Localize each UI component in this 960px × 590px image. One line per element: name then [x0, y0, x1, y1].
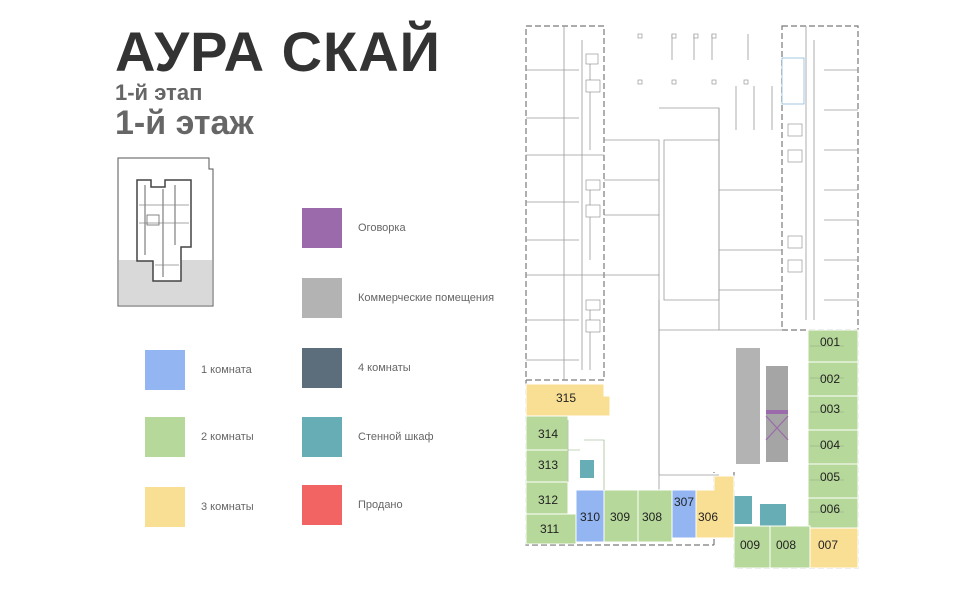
unit-002[interactable]	[807, 361, 859, 397]
legend-label: Продано	[358, 499, 403, 511]
legend-reserved: Оговорка	[302, 208, 406, 248]
legend-swatch	[145, 350, 185, 390]
stage-label: 1-й этап	[115, 80, 203, 105]
unit-label: 003	[820, 402, 840, 416]
unit-306[interactable]	[695, 475, 735, 539]
legend-label: Коммерческие помещения	[358, 292, 495, 304]
unit-label: 306	[698, 510, 718, 524]
legend-swatch	[302, 417, 342, 457]
legend-sold: Продано	[302, 485, 403, 525]
unit-009[interactable]	[733, 525, 771, 569]
unit-314[interactable]	[525, 415, 569, 451]
unit-label: 009	[740, 538, 760, 552]
legend-four-rooms: 4 комнаты	[302, 348, 411, 388]
wardrobe-areas	[580, 460, 786, 526]
commercial-areas	[736, 348, 789, 464]
unit-005[interactable]	[807, 463, 859, 499]
unit-307[interactable]	[671, 489, 697, 539]
unit-label: 315	[556, 391, 576, 405]
unit-310[interactable]	[575, 489, 605, 543]
fixtures	[585, 33, 805, 333]
unit-label: 307	[674, 495, 694, 509]
unit-315[interactable]	[525, 383, 611, 417]
legend-one-room: 1 комната	[145, 350, 252, 390]
legend-swatch	[302, 208, 342, 248]
legend-commercial: Коммерческие помещения	[302, 278, 494, 318]
unit-label: 008	[776, 538, 796, 552]
unit-label: 308	[642, 510, 662, 524]
legend-two-rooms: 2 комнаты	[145, 417, 254, 457]
legend-swatch	[302, 278, 342, 318]
legend-three-rooms: 3 комнаты	[145, 487, 254, 527]
unit-label: 002	[820, 372, 840, 386]
unit-label: 004	[820, 438, 840, 452]
key-plan	[117, 157, 214, 307]
unit-label: 314	[538, 427, 558, 441]
legend-label: 2 комнаты	[201, 431, 254, 443]
legend-label: Стенной шкаф	[358, 431, 434, 443]
unit-label: 005	[820, 470, 840, 484]
legend-swatch	[302, 485, 342, 525]
unit-label: 309	[610, 510, 630, 524]
unit-details	[567, 345, 844, 513]
unit-308[interactable]	[637, 489, 673, 543]
unit-label: 001	[820, 335, 840, 349]
legend-swatch	[145, 487, 185, 527]
unit-label: 311	[540, 522, 559, 536]
unit-007[interactable]	[809, 527, 859, 569]
interior-walls	[526, 26, 858, 490]
legend-swatch	[145, 417, 185, 457]
unit-label: 006	[820, 502, 840, 516]
floor-label: 1-й этаж	[115, 104, 254, 142]
unit-008[interactable]	[769, 525, 811, 569]
legend-label: 3 комнаты	[201, 501, 254, 513]
legend-swatch	[302, 348, 342, 388]
unit-label: 313	[538, 458, 558, 472]
unit-label: 312	[538, 493, 558, 507]
legend-label: 4 комнаты	[358, 362, 411, 374]
floor-plan: 001 002 003 004 005 006 007 008 009 306 …	[525, 25, 859, 569]
unit-006[interactable]	[807, 497, 859, 529]
unit-312[interactable]	[525, 481, 569, 515]
legend-label: Оговорка	[358, 222, 406, 234]
project-title: АУРА СКАЙ	[115, 20, 441, 83]
legend-wardrobe: Стенной шкаф	[302, 417, 434, 457]
unit-label: 310	[580, 510, 600, 524]
unit-label: 007	[818, 538, 838, 552]
legend-label: 1 комната	[201, 364, 252, 376]
unit-003[interactable]	[807, 395, 859, 431]
